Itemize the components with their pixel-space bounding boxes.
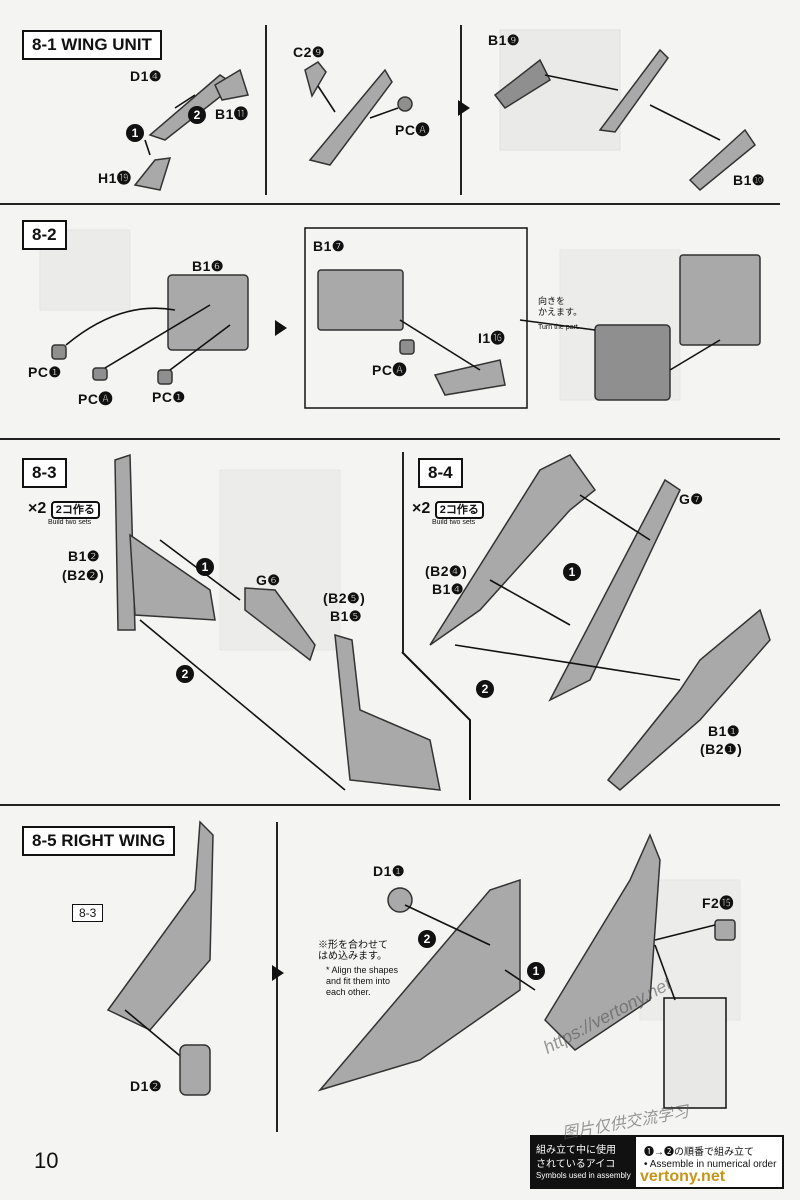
label-b2-2: (B2❷) [62,567,105,583]
label-f2-15: F2⓯ [702,895,734,911]
label-d1-2: D1❷ [130,1078,162,1094]
divider-3 [0,804,780,806]
legend-en: Symbols used in assembly [536,1171,631,1180]
order-2-icon: 2 [188,106,206,124]
label-b1-9: B1❾ [488,32,520,48]
divider-1 [0,203,780,205]
label-pca-1: PC🅐 [395,122,430,138]
step-title-8-5: 8-5 RIGHT WING [22,826,176,856]
label-pc1-b: PC❶ [152,389,186,405]
label-b1-5: B1❺ [330,608,362,624]
label-pca-2: PC🅐 [78,391,113,407]
step-title-8-2: 8-2 [22,220,67,250]
label-b2-5: (B2❺) [323,590,366,606]
order-2-icon-8-3: 2 [176,665,194,683]
label-b1-1: B1❶ [708,723,740,739]
label-b1-7: B1❼ [313,238,345,254]
build-two-sets-8-3: ×2 2コ作る Build two sets [28,500,100,526]
align-note-en: * Align the shapes and fit them into eac… [326,965,399,997]
label-d1-4: D1❹ [130,68,162,84]
legend-right-2: • Assemble in numerical order [644,1159,777,1170]
legend-jp-2: されているアイコ [536,1159,616,1170]
legend-right-1: ❶→❷の順番で組み立て [644,1147,754,1158]
turn-note-jp: 向きを かえます。 [538,296,583,317]
label-b1-4: B1❹ [432,581,464,597]
label-c2-9: C2❾ [293,44,325,60]
step-title-8-4: 8-4 [418,458,463,488]
divider-2 [0,438,780,440]
label-g7: G❼ [679,491,704,507]
page-number: 10 [34,1148,59,1173]
label-d1-1: D1❶ [373,863,405,879]
label-b2-4: (B2❹) [425,563,468,579]
label-b1-10: B1❿ [733,172,765,188]
step-title-8-3: 8-3 [22,458,67,488]
label-b2-1: (B2❶) [700,741,743,757]
align-note-jp: ※形を合わせて はめ込みます。 [318,940,388,962]
turn-note-en: Turn the part. [538,324,580,331]
order-1-icon-8-5: 1 [527,962,545,980]
order-2-icon-8-4: 2 [476,680,494,698]
label-h1-19: H1⓳ [98,170,132,186]
label-i1-16: I1⓰ [478,330,506,346]
label-pca-3: PC🅐 [372,362,407,378]
label-g6: G❻ [256,572,281,588]
divider-8-1a [265,25,267,195]
order-1-icon-8-4: 1 [563,563,581,581]
order-1-icon: 1 [126,124,144,142]
label-b1-6: B1❻ [192,258,224,274]
divider-8-4 [402,452,404,652]
legend-jp-1: 組み立て中に使用 [536,1145,616,1156]
ref-8-3: 8-3 [72,904,104,922]
order-2-icon-8-5: 2 [418,930,436,948]
watermark-brand: vertony.net [640,1168,726,1185]
label-pc1-a: PC❶ [28,364,62,380]
step-8-2-art [51,227,761,409]
step-8-4-art [401,454,771,800]
step-title-8-1: 8-1 WING UNIT [22,30,162,60]
build-two-sets-8-4: ×2 2コ作る Build two sets [412,500,484,526]
symbol-legend: 組み立て中に使用 されているアイコ Symbols used in assemb… [530,1135,784,1189]
order-1-icon-8-3: 1 [196,558,214,576]
label-b1-2: B1❷ [68,548,100,564]
label-b1-11: B1⓫ [215,106,249,122]
step-8-5-art [106,820,736,1109]
